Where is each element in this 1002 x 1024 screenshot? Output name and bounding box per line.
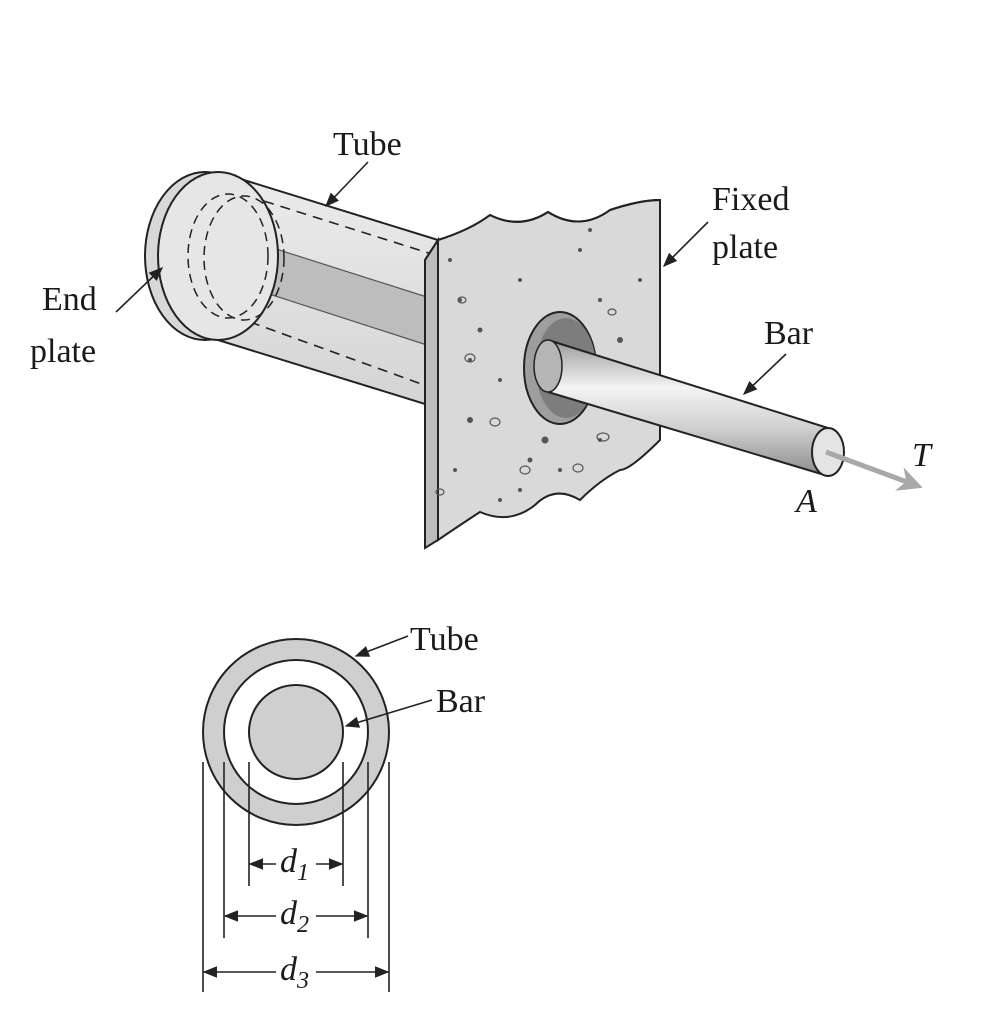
tube-section-label: Tube <box>410 621 479 658</box>
bar-leader-arrow <box>742 353 787 395</box>
fixed-plate-label-line2: plate <box>712 229 778 266</box>
bar <box>533 339 845 477</box>
tube-leader-arrow <box>325 161 369 208</box>
d3-dimension: d3 <box>202 951 390 994</box>
torque-arrow <box>825 449 923 491</box>
d2-dimension: d2 <box>223 895 369 938</box>
assembly-view: Tube End plate Fixed plate Bar T A <box>30 126 933 550</box>
end-plate <box>144 171 285 341</box>
bar-label: Bar <box>764 315 814 352</box>
tube-section-leader-arrow <box>354 635 409 657</box>
fixed-plate-leader-arrow <box>662 221 709 268</box>
fixed-plate-label-line1: Fixed <box>712 181 789 218</box>
end-plate-leader-arrow <box>115 267 164 313</box>
d3-label: d3 <box>280 951 309 994</box>
d1-dimension: d1 <box>248 843 344 886</box>
point-a-label: A <box>794 483 817 520</box>
tube-label: Tube <box>333 126 402 163</box>
bar-section <box>248 684 344 780</box>
end-plate-label-line2: plate <box>30 333 96 370</box>
d1-label: d1 <box>280 843 309 886</box>
d2-label: d2 <box>280 895 309 938</box>
torque-label: T <box>912 437 933 474</box>
end-plate-label-line1: End <box>42 281 97 318</box>
bar-section-leader-arrow <box>344 699 433 728</box>
cross-section-view: d1 d2 d3 Tube Bar <box>202 621 486 994</box>
bar-section-label: Bar <box>436 683 486 720</box>
